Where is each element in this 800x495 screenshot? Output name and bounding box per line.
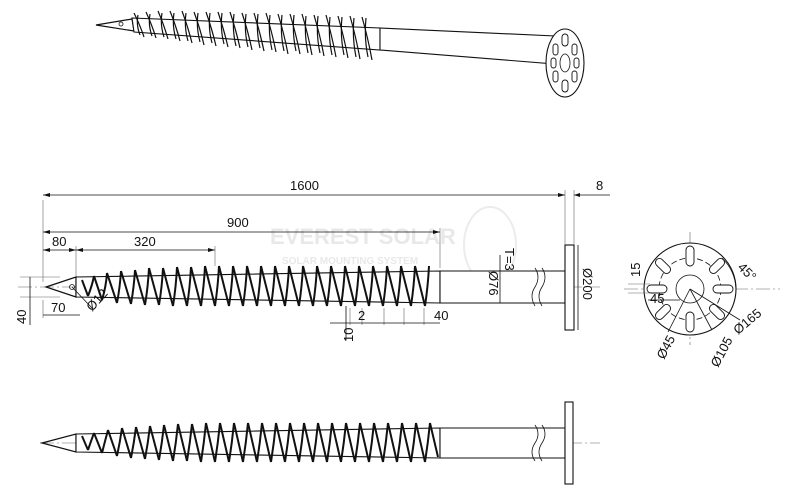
side-view: 1600 8 900 80 320 T=3 Ø7	[14, 178, 610, 342]
plate-center-hole	[675, 274, 705, 304]
dim-plate-thickness: 8	[596, 178, 603, 193]
bottom-plate	[564, 401, 574, 485]
bottom-side-view	[39, 401, 600, 485]
top-perspective-screw	[95, 10, 585, 98]
bottom-helix-coils	[81, 422, 439, 463]
dim-pitch-gap: 2	[358, 308, 365, 323]
dim-flight-height: 10	[341, 328, 356, 342]
top-tip-hole	[118, 21, 124, 27]
watermark-line2: SOLAR MOUNTING SYSTEM	[282, 256, 418, 267]
side-break-2	[538, 267, 546, 307]
side-tip-hole	[69, 284, 75, 290]
dim-tip-length: 80	[52, 234, 66, 249]
top-pipe	[379, 27, 556, 65]
dim-bolt-circle: Ø165	[730, 305, 764, 337]
side-dimensions: 1600 8 900 80 320 T=3 Ø7	[14, 178, 610, 342]
side-plate	[564, 244, 575, 331]
dim-helix-start: 320	[134, 234, 156, 249]
dim-tip-height: 40	[14, 310, 29, 324]
watermark-line1: EVEREST SOLAR	[270, 224, 456, 249]
side-helix-coils	[81, 265, 430, 307]
dim-pitch: 40	[434, 308, 448, 323]
dim-center-hole: Ø45	[653, 333, 678, 362]
plate-front-view: 15 45 45° Ø165 Ø105 Ø45	[624, 232, 780, 369]
dim-tip-offset: 70	[51, 300, 65, 315]
dim-slot-width: 15	[628, 263, 643, 277]
dim-wall-thickness: T=3	[502, 248, 517, 271]
dim-slot-length: 45	[650, 291, 664, 306]
bottom-pipe	[439, 427, 566, 459]
dim-plate-diameter: Ø200	[580, 268, 595, 300]
dim-angle: 45°	[735, 260, 760, 285]
dim-total-length: 1600	[290, 178, 319, 193]
top-tip	[95, 18, 135, 32]
dim-pipe-diameter: Ø76	[486, 271, 501, 296]
side-pipe	[439, 270, 566, 304]
dim-helix-length: 900	[227, 215, 249, 230]
top-helix-coils	[133, 10, 373, 61]
side-break-1	[531, 267, 539, 307]
dim-inner-circle: Ø105	[707, 334, 735, 369]
plate-slots	[646, 245, 734, 333]
top-plate	[545, 28, 585, 98]
